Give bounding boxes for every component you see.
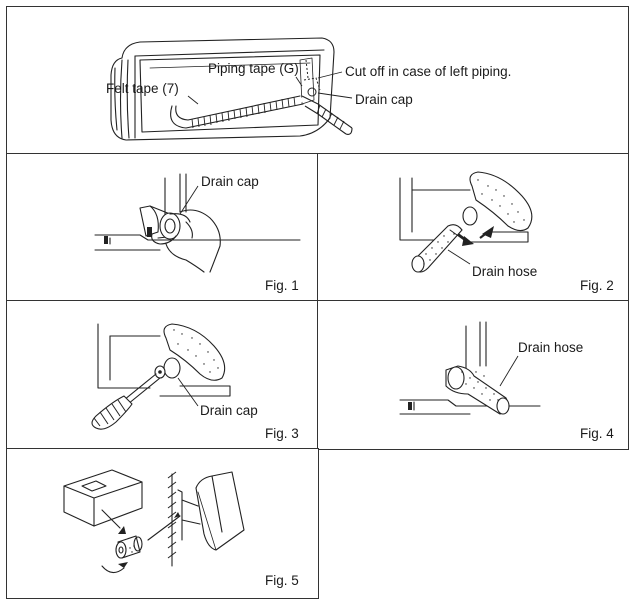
panel-fig5 <box>6 448 319 599</box>
fig4-caption: Fig. 4 <box>580 426 614 441</box>
label-piping-tape: Piping tape (G) <box>208 61 299 76</box>
fig3-caption: Fig. 3 <box>265 426 299 441</box>
fig1-label-drain-cap: Drain cap <box>201 174 259 189</box>
label-cut-off: Cut off in case of left piping. <box>345 64 512 79</box>
fig5-caption: Fig. 5 <box>265 573 299 588</box>
fig1-caption: Fig. 1 <box>265 278 299 293</box>
fig2-caption: Fig. 2 <box>580 278 614 293</box>
fig3-label-drain-cap: Drain cap <box>200 403 258 418</box>
fig4-label-drain-hose: Drain hose <box>518 340 584 355</box>
fig2-label-drain-hose: Drain hose <box>472 264 538 279</box>
label-felt-tape: Felt tape (7) <box>106 81 179 96</box>
label-drain-cap-top: Drain cap <box>355 92 413 107</box>
